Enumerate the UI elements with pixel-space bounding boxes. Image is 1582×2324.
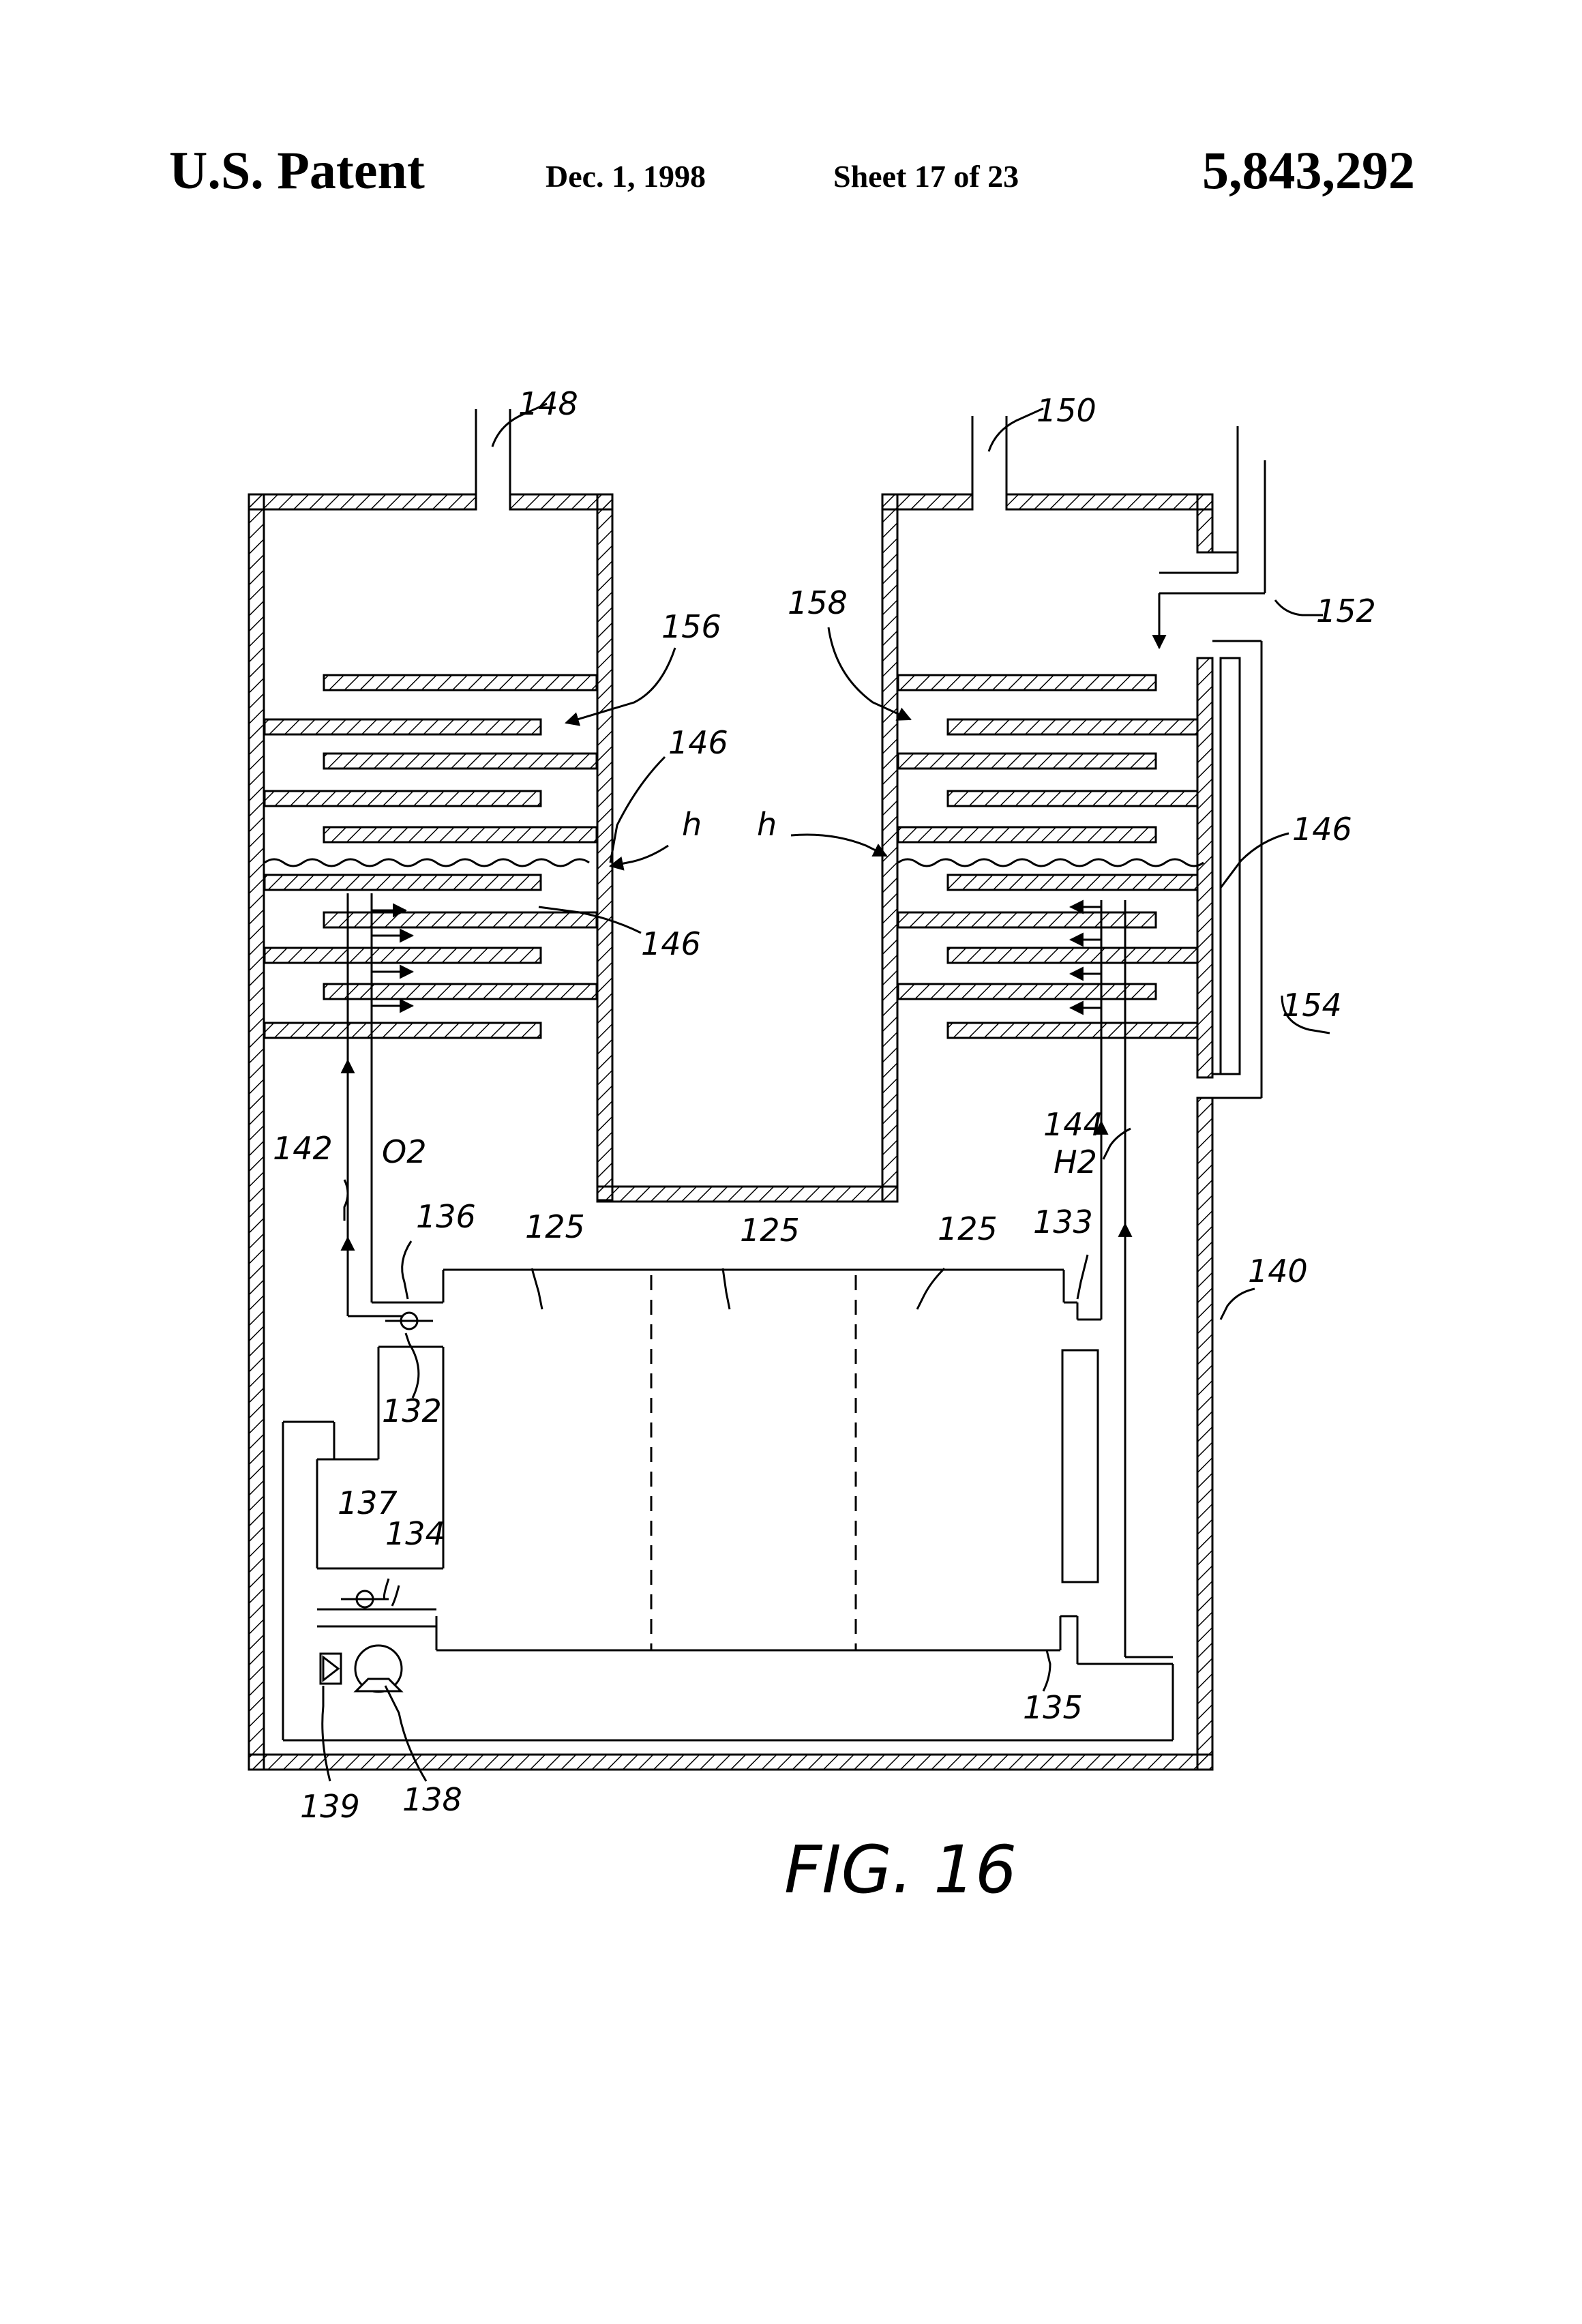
label-148: 148: [518, 385, 578, 422]
label-h2: H2: [1054, 1144, 1097, 1180]
label-134: 134: [385, 1515, 445, 1552]
label-138: 138: [402, 1781, 462, 1818]
u-channel-wall: [597, 494, 897, 1202]
label-h-left: h: [682, 806, 702, 843]
label-133: 133: [1033, 1204, 1093, 1240]
label-150: 150: [1036, 392, 1096, 429]
right-baffle-plates: [898, 675, 1197, 1038]
label-154: 154: [1282, 987, 1342, 1024]
label-135: 135: [1023, 1689, 1083, 1726]
outlet-pipe-150: [972, 416, 1006, 494]
return-pipe-154: [1212, 641, 1262, 1098]
label-144: 144: [1043, 1106, 1103, 1143]
figure-caption: FIG. 16: [784, 1832, 1017, 1908]
label-125-b: 125: [740, 1212, 800, 1249]
label-125-c: 125: [938, 1210, 998, 1247]
label-146-left-upper: 146: [668, 724, 728, 761]
label-136: 136: [416, 1198, 476, 1235]
left-chamber-wall: [249, 494, 612, 1200]
separator-column: [1062, 1350, 1098, 1582]
label-h-right: h: [757, 806, 777, 843]
cell-stack-125: [402, 1270, 1077, 1664]
label-140: 140: [1248, 1253, 1308, 1290]
label-158: 158: [788, 584, 848, 621]
label-152: 152: [1316, 593, 1376, 629]
label-156: 156: [661, 608, 721, 645]
left-baffle-plates: [265, 675, 597, 1038]
valve-137: [341, 1591, 389, 1607]
pump-138: [320, 1645, 402, 1692]
label-132: 132: [382, 1392, 442, 1429]
outlet-pipe-148: [476, 409, 510, 494]
label-146-right: 146: [1292, 811, 1352, 848]
label-146-left-lower: 146: [641, 925, 701, 962]
label-o2: O2: [382, 1133, 426, 1170]
label-125-a: 125: [525, 1208, 585, 1245]
label-142: 142: [273, 1130, 333, 1167]
label-139: 139: [300, 1788, 360, 1825]
liquid-level-lines: [265, 859, 1204, 866]
